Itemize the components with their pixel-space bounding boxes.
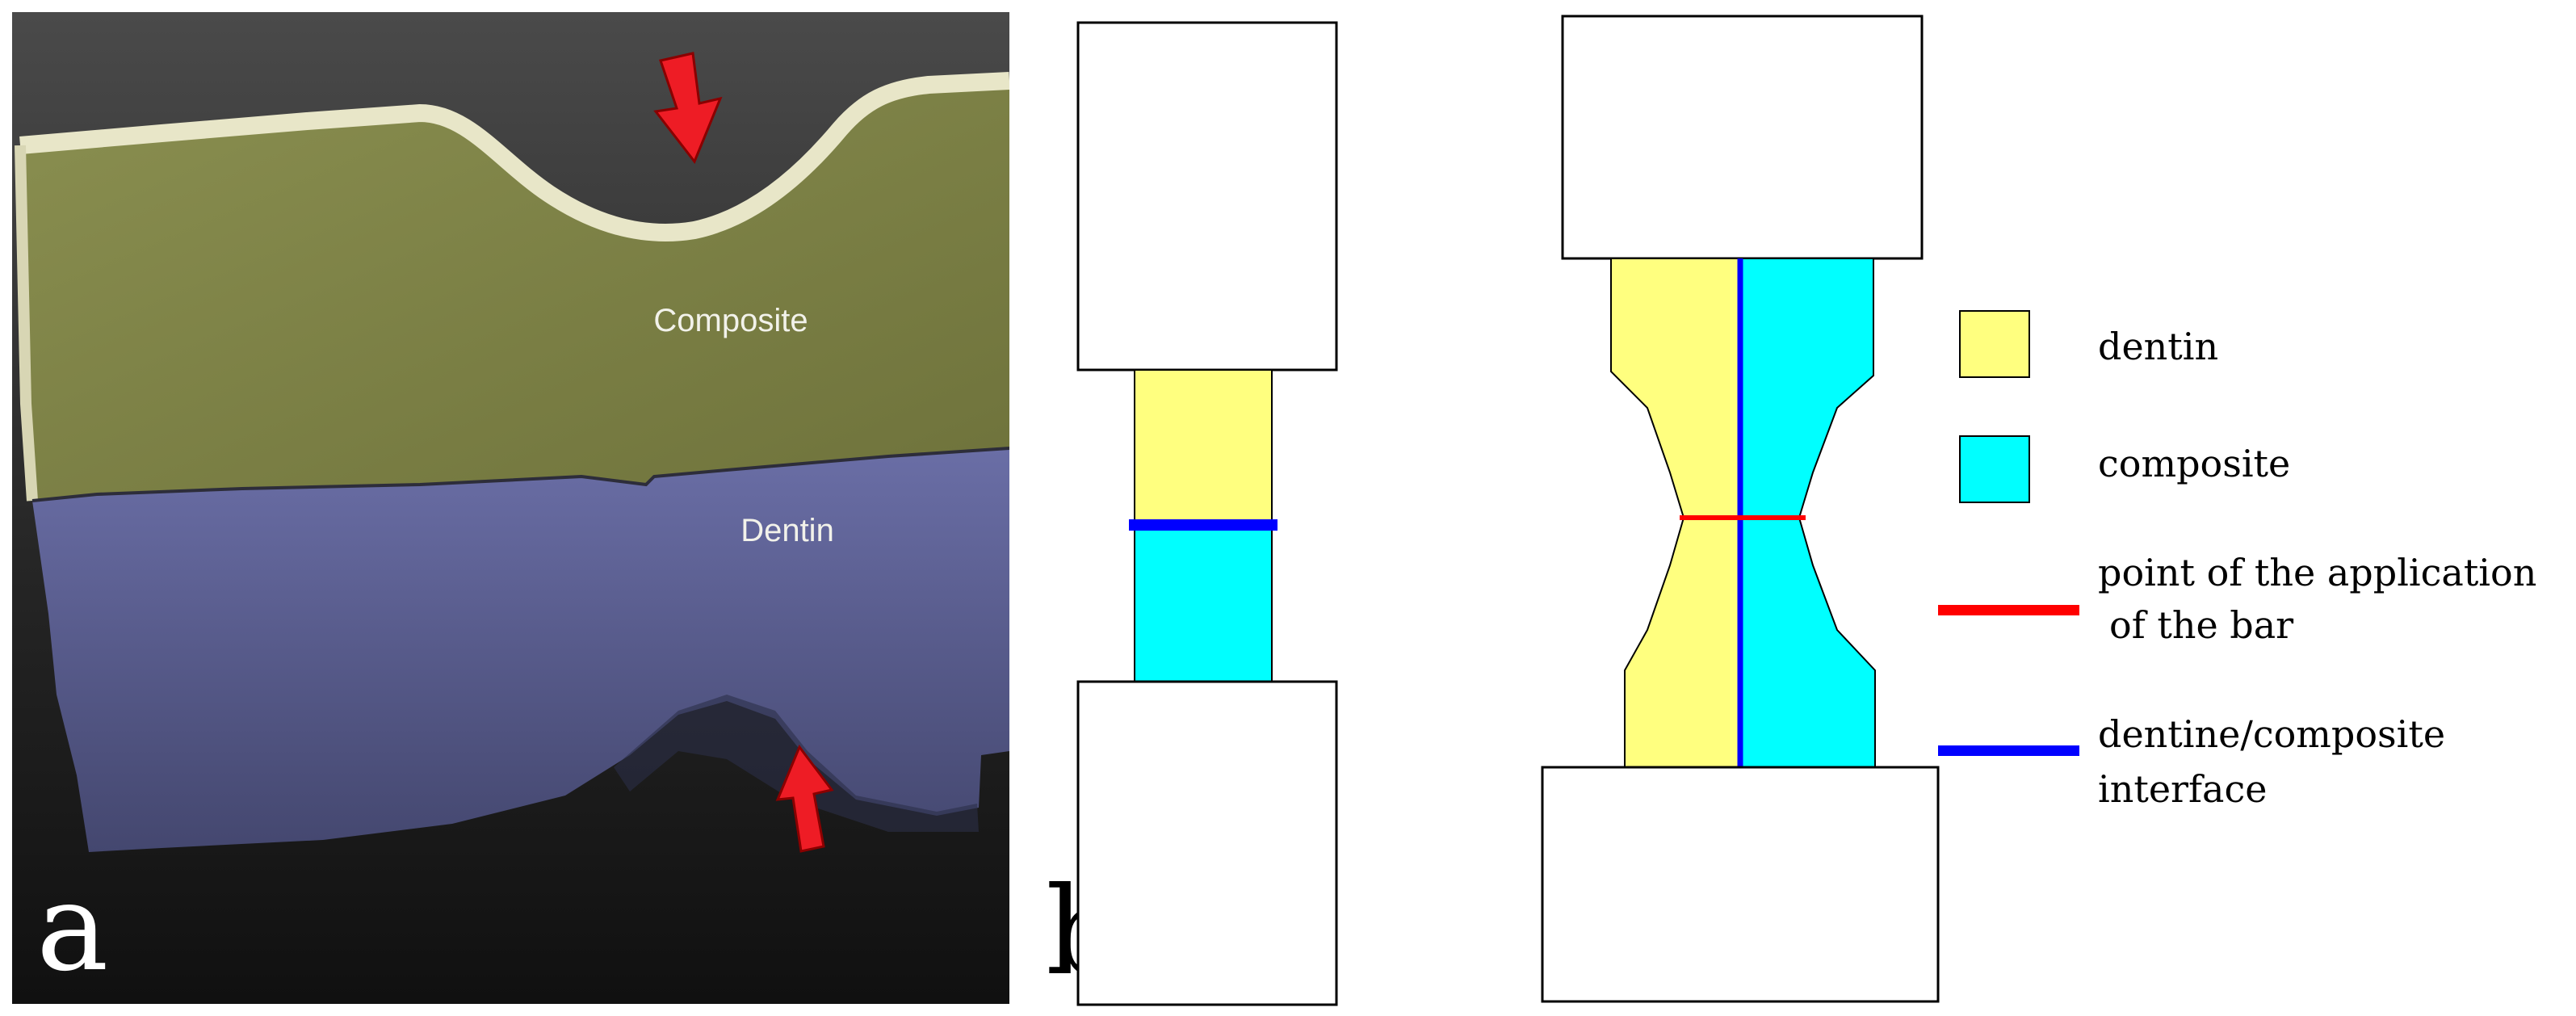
grip-top-hourglass — [1561, 15, 1924, 260]
arrow-bottom — [775, 745, 834, 853]
arrow-top — [653, 52, 723, 164]
specimen-hourglass — [1541, 15, 1940, 1003]
legend-line-bar — [1938, 605, 2079, 615]
legend-label-composite: composite — [2098, 442, 2290, 485]
dentin-section-hourglass — [1610, 258, 1741, 768]
label-dentin: Dentin — [740, 513, 834, 548]
composite-region — [20, 81, 1009, 501]
legend: dentin composite point of the applicatio… — [1938, 310, 2536, 811]
legend-swatch-composite — [1959, 435, 2030, 503]
specimen-straight — [1076, 21, 1338, 1006]
legend-label-bar-line2: of the bar — [2109, 603, 2293, 647]
grip-bottom-straight — [1076, 680, 1338, 1006]
legend-label-interface-line1: dentine/composite — [2098, 712, 2445, 756]
interface-line-straight — [1129, 519, 1278, 531]
panel-a-micrograph: Composite Dentin a — [12, 12, 1009, 1004]
composite-top-rim — [19, 72, 1009, 241]
legend-label-bar-line1: point of the application — [2098, 551, 2536, 594]
legend-line-interface — [1938, 745, 2079, 756]
legend-label-interface-line2: interface — [2098, 767, 2267, 811]
legend-swatch-dentin — [1959, 310, 2030, 378]
composite-section-hourglass — [1739, 258, 1876, 768]
composite-section-straight — [1134, 525, 1273, 682]
grip-bottom-hourglass — [1541, 766, 1940, 1003]
panel-letter-a: a — [36, 858, 108, 998]
legend-label-dentin: dentin — [2098, 325, 2218, 368]
dentin-region — [32, 448, 1009, 852]
label-composite: Composite — [653, 303, 808, 338]
sem-interface-line — [31, 447, 1009, 502]
composite-left-rim — [15, 145, 38, 502]
dentin-section-straight — [1134, 369, 1273, 527]
grip-top-straight — [1076, 21, 1338, 372]
panel-b-schematic: b dentin composite point of the applica — [1046, 15, 2536, 1006]
